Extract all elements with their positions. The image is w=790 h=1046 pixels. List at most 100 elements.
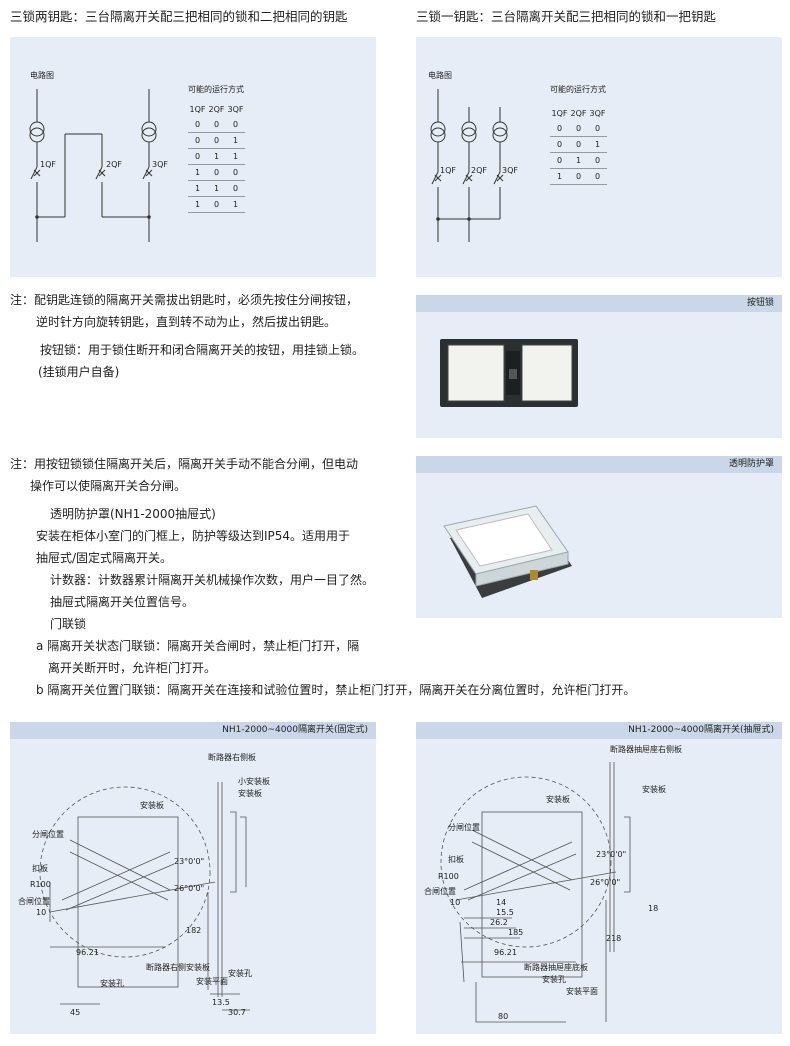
label-mount-hole: 安装孔	[228, 969, 252, 978]
table-cell: 0	[569, 168, 588, 185]
label-small-plate: 小安装板	[238, 777, 270, 786]
note-line: 注：配钥匙连锁的隔离开关需拔出钥匙时，必须先按住分闸按钮，	[10, 293, 359, 307]
table-cell: 1	[588, 136, 607, 153]
mounting-drawing-drawer	[440, 762, 631, 1023]
note-line: a 隔离开关状态门联锁：隔离开关合闸时，禁止柜门打开，隔	[36, 639, 360, 653]
label-close-position: 合闸位置	[424, 887, 456, 896]
table-cell: 0	[569, 121, 588, 137]
note-button-lock: 注：用按钮锁锁住隔离开关后，隔离开关手动不能合分闸，但电动 操作可以使隔离开关合…	[10, 453, 635, 701]
table-title: 可能的运行方式	[188, 85, 244, 94]
note-line: (挂锁用户自备)	[38, 365, 120, 379]
note-line: 安装在柜体小室门的门框上，防护等级达到IP54。适用用于	[36, 529, 351, 543]
table-cell: 0	[588, 168, 607, 185]
table-cell: 0	[550, 121, 569, 137]
note-key-interlock: 注：配钥匙连锁的隔离开关需拔出钥匙时，必须先按住分闸按钮， 逆时针方向旋转钥匙，…	[10, 289, 364, 383]
note-line: 逆时针方向旋转钥匙，直到转不动为止，然后拔出钥匙。	[36, 315, 337, 329]
label-right-side-plate: 断路器右侧板	[208, 753, 256, 762]
table-cell: 1	[188, 180, 207, 197]
label-dim-14: 14	[496, 898, 507, 907]
label-angle-26: 26°0'0"	[590, 878, 621, 887]
switch-label-2qf: 2QF	[471, 166, 487, 175]
circuit-diagram-right	[430, 89, 508, 242]
label-angle-26: 26°0'0"	[174, 884, 205, 893]
circuit-panel-left: 电路图 1QF 2	[10, 37, 376, 277]
switch-label-1qf: 1QF	[40, 160, 56, 169]
label-dim-96-21: 96.21	[494, 948, 517, 957]
panel-title-bar: NH1-2000~4000隔离开关(固定式)	[10, 722, 376, 739]
table-header: 2QF	[570, 109, 587, 118]
label-dim-13-5: 13.5	[212, 998, 230, 1007]
table-cell: 1	[207, 180, 226, 197]
drawing-panel-drawer: NH1-2000~4000隔离开关(抽屉式) 断路器抽屉座右侧板 安装板 安装板…	[416, 722, 782, 1034]
note-line: 抽屉式隔离开关位置信号。	[50, 595, 195, 609]
label-mount-plane: 安装平面	[566, 987, 598, 996]
label-angle-23: 23°0'0"	[174, 857, 205, 866]
label-mount-plate: 安装板	[140, 801, 164, 810]
label-dim-10: 10	[36, 908, 47, 917]
note-line: 透明防护罩(NH1-2000抽屉式)	[50, 507, 216, 521]
label-angle-23: 23°0'0"	[596, 850, 627, 859]
table-header: 1QF	[189, 105, 206, 114]
switch-label-3qf: 3QF	[152, 160, 168, 169]
table-cell: 1	[550, 168, 569, 185]
label-dim-18: 18	[648, 904, 659, 913]
table-header: 3QF	[589, 109, 606, 118]
label-latch: 扣板	[32, 864, 48, 873]
note-line: 门联锁	[50, 617, 87, 631]
table-title: 可能的运行方式	[550, 85, 606, 94]
panel-title-bar: NH1-2000~4000隔离开关(抽屉式)	[416, 722, 782, 739]
table-cell: 1	[569, 152, 588, 169]
table-cell: 0	[226, 164, 245, 181]
table-cell: 0	[550, 152, 569, 169]
table-cell: 0	[588, 152, 607, 169]
label-open-position: 分闸位置	[32, 830, 64, 839]
label-close-position: 合闸位置	[18, 897, 50, 906]
label-dim-15-5: 15.5	[496, 908, 514, 917]
label-mount-plane: 安装平面	[196, 977, 228, 986]
label-right-side-plate: 断路器抽屉座右侧板	[610, 745, 682, 754]
table-cell: 1	[226, 132, 245, 149]
table-cell: 0	[226, 117, 245, 133]
label-open-position: 分闸位置	[448, 823, 480, 832]
drawing-panel-fixed: NH1-2000~4000隔离开关(固定式) 断路器右侧板 小安装板 安装板 安…	[10, 722, 376, 1034]
table-cell: 1	[188, 196, 207, 213]
note-line: 操作可以使隔离开关合分闸。	[30, 479, 187, 493]
table-cell: 0	[207, 117, 226, 133]
table-cell: 0	[188, 148, 207, 165]
label-drawer-base-plate: 断路器抽屉座底板	[524, 963, 588, 972]
circuit-diagram-left	[29, 89, 157, 242]
panel-title-bar: 透明防护罩	[416, 456, 782, 473]
table-cell: 1	[226, 148, 245, 165]
table-cell: 1	[188, 164, 207, 181]
label-mount-plate: 安装板	[546, 795, 570, 804]
table-header: 2QF	[208, 105, 225, 114]
table-cell: 0	[550, 136, 569, 153]
heading-three-locks-two-keys: 三锁两钥匙：三台隔离开关配三把相同的锁和二把相同的钥匙	[10, 9, 348, 24]
label-latch: 扣板	[448, 855, 464, 864]
table-cell: 0	[226, 180, 245, 197]
label-dim-26-2: 26.2	[490, 918, 508, 927]
heading-three-locks-one-key: 三锁一钥匙：三台隔离开关配三把相同的锁和一把钥匙	[416, 9, 717, 24]
note-line: 计数器：计数器累计隔离开关机械操作次数，用户一目了然。	[50, 573, 375, 587]
transparent-cover-panel: 透明防护罩	[416, 456, 782, 618]
label-dim-182: 182	[186, 926, 202, 935]
label-dim-30-7: 30.7	[228, 1008, 246, 1017]
table-header: 3QF	[227, 105, 244, 114]
label-mount-plate: 安装板	[238, 789, 262, 798]
label-mount-plate: 安装板	[642, 785, 666, 794]
label-mount-hole: 安装孔	[542, 975, 566, 984]
label-mount-hole: 安装孔	[100, 979, 124, 988]
table-cell: 0	[188, 132, 207, 149]
note-line: 注：用按钮锁锁住隔离开关后，隔离开关手动不能合分闸，但电动	[10, 457, 359, 471]
circuit-panel-right: 电路图 1QF 2QF 3QF 可能的运行方式	[416, 37, 782, 277]
label-cb-right-plate: 断路器右侧安装板	[146, 963, 210, 972]
table-cell: 0	[569, 136, 588, 153]
mounting-drawing-fixed	[39, 782, 250, 1011]
circuit-label: 电路图	[428, 71, 452, 80]
switch-label-3qf: 3QF	[502, 166, 518, 175]
label-dim-96-21: 96.21	[76, 948, 99, 957]
label-dim-10: 10	[450, 898, 461, 907]
transparent-cover-image	[443, 505, 572, 598]
